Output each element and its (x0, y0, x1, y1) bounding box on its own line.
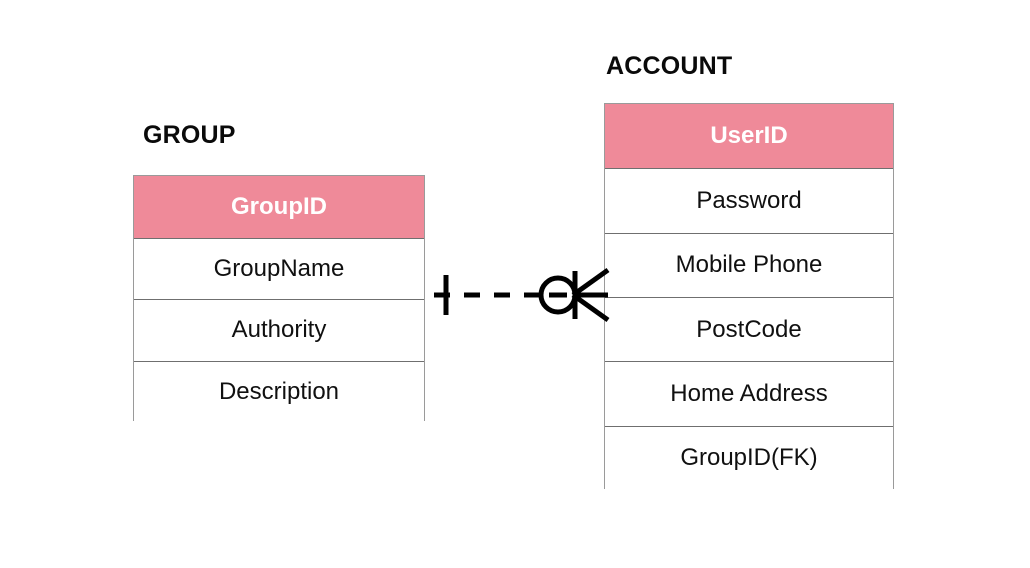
group-attribute-label: GroupName (213, 254, 345, 282)
group-entity-title: GROUP (143, 121, 236, 149)
account-entity[interactable]: UserID Password Mobile Phone PostCode Ho… (604, 103, 894, 490)
crows-foot-zero-or-many-icon (571, 267, 610, 323)
group-to-account-relationship[interactable] (425, 262, 617, 332)
account-attribute-label: GroupID(FK) (680, 444, 818, 472)
group-attribute-row[interactable]: GroupName (134, 237, 424, 299)
account-attribute-row[interactable]: Mobile Phone (605, 232, 893, 297)
account-attribute-row[interactable]: PostCode (605, 296, 893, 362)
group-attribute-row-key[interactable]: GroupID (134, 176, 424, 238)
group-attribute-label: Authority (231, 316, 327, 344)
account-attribute-row[interactable]: Password (605, 168, 893, 233)
account-attribute-label: UserID (710, 122, 788, 150)
account-attribute-label: Home Address (670, 379, 828, 407)
account-entity-title: ACCOUNT (606, 52, 733, 80)
account-attribute-row[interactable]: GroupID(FK) (605, 425, 893, 490)
group-attribute-row[interactable]: Authority (134, 299, 424, 361)
account-attribute-row-key[interactable]: UserID (605, 104, 893, 169)
group-attribute-row[interactable]: Description (134, 360, 424, 422)
group-attribute-label: GroupID (231, 192, 327, 220)
group-attribute-label: Description (218, 377, 340, 405)
zero-circle-icon (538, 275, 578, 315)
account-attribute-row[interactable]: Home Address (605, 361, 893, 426)
group-entity[interactable]: GroupID GroupName Authority Description (133, 175, 425, 422)
account-attribute-label: PostCode (696, 315, 802, 343)
account-attribute-label: Mobile Phone (675, 251, 823, 279)
account-attribute-label: Password (696, 186, 802, 214)
